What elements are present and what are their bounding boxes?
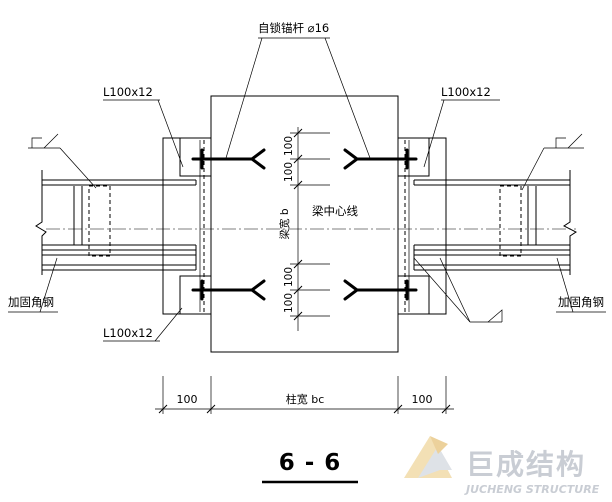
weld-symbol-bottom-right — [413, 257, 503, 323]
weld-symbol-right — [521, 133, 584, 191]
dim-edge-right: 100 — [412, 393, 433, 406]
dim-100-b: 100 — [283, 162, 295, 182]
watermark-brand: 巨成结构 — [466, 448, 586, 481]
dim-column-width: 柱宽 bc — [286, 392, 325, 406]
watermark-brand-en: JUCHENG STRUCTURE — [464, 483, 600, 496]
dim-edge-left: 100 — [177, 393, 198, 406]
right-angle-steel — [398, 137, 447, 315]
reinforce-label-right: 加固角钢 — [558, 295, 604, 309]
left-beam — [35, 170, 197, 275]
dim-100-c: 100 — [283, 267, 295, 287]
internal-dimensions — [290, 127, 330, 331]
reinforce-label-left: 加固角钢 — [8, 295, 54, 309]
beam-width-label: 梁宽 b — [278, 208, 291, 239]
weld-symbol-left — [28, 133, 97, 189]
anchor-rods — [191, 148, 418, 301]
angle-label-bottom-left: L100x12 — [103, 326, 153, 340]
dim-100-a: 100 — [283, 136, 295, 156]
beam-center-label: 梁中心线 — [312, 204, 358, 218]
anchor-rod-label: 自锁锚杆 ⌀16 — [258, 21, 329, 35]
watermark-logo-icon — [404, 436, 452, 478]
angle-label-top-right: L100x12 — [441, 85, 491, 99]
section-title: 6 - 6 — [279, 450, 342, 476]
right-beam — [413, 170, 577, 275]
bottom-dimension — [155, 376, 454, 414]
left-angle-steel — [162, 137, 211, 315]
dim-100-d: 100 — [283, 293, 295, 313]
angle-label-top-left: L100x12 — [103, 85, 153, 99]
column-outline — [210, 95, 399, 353]
